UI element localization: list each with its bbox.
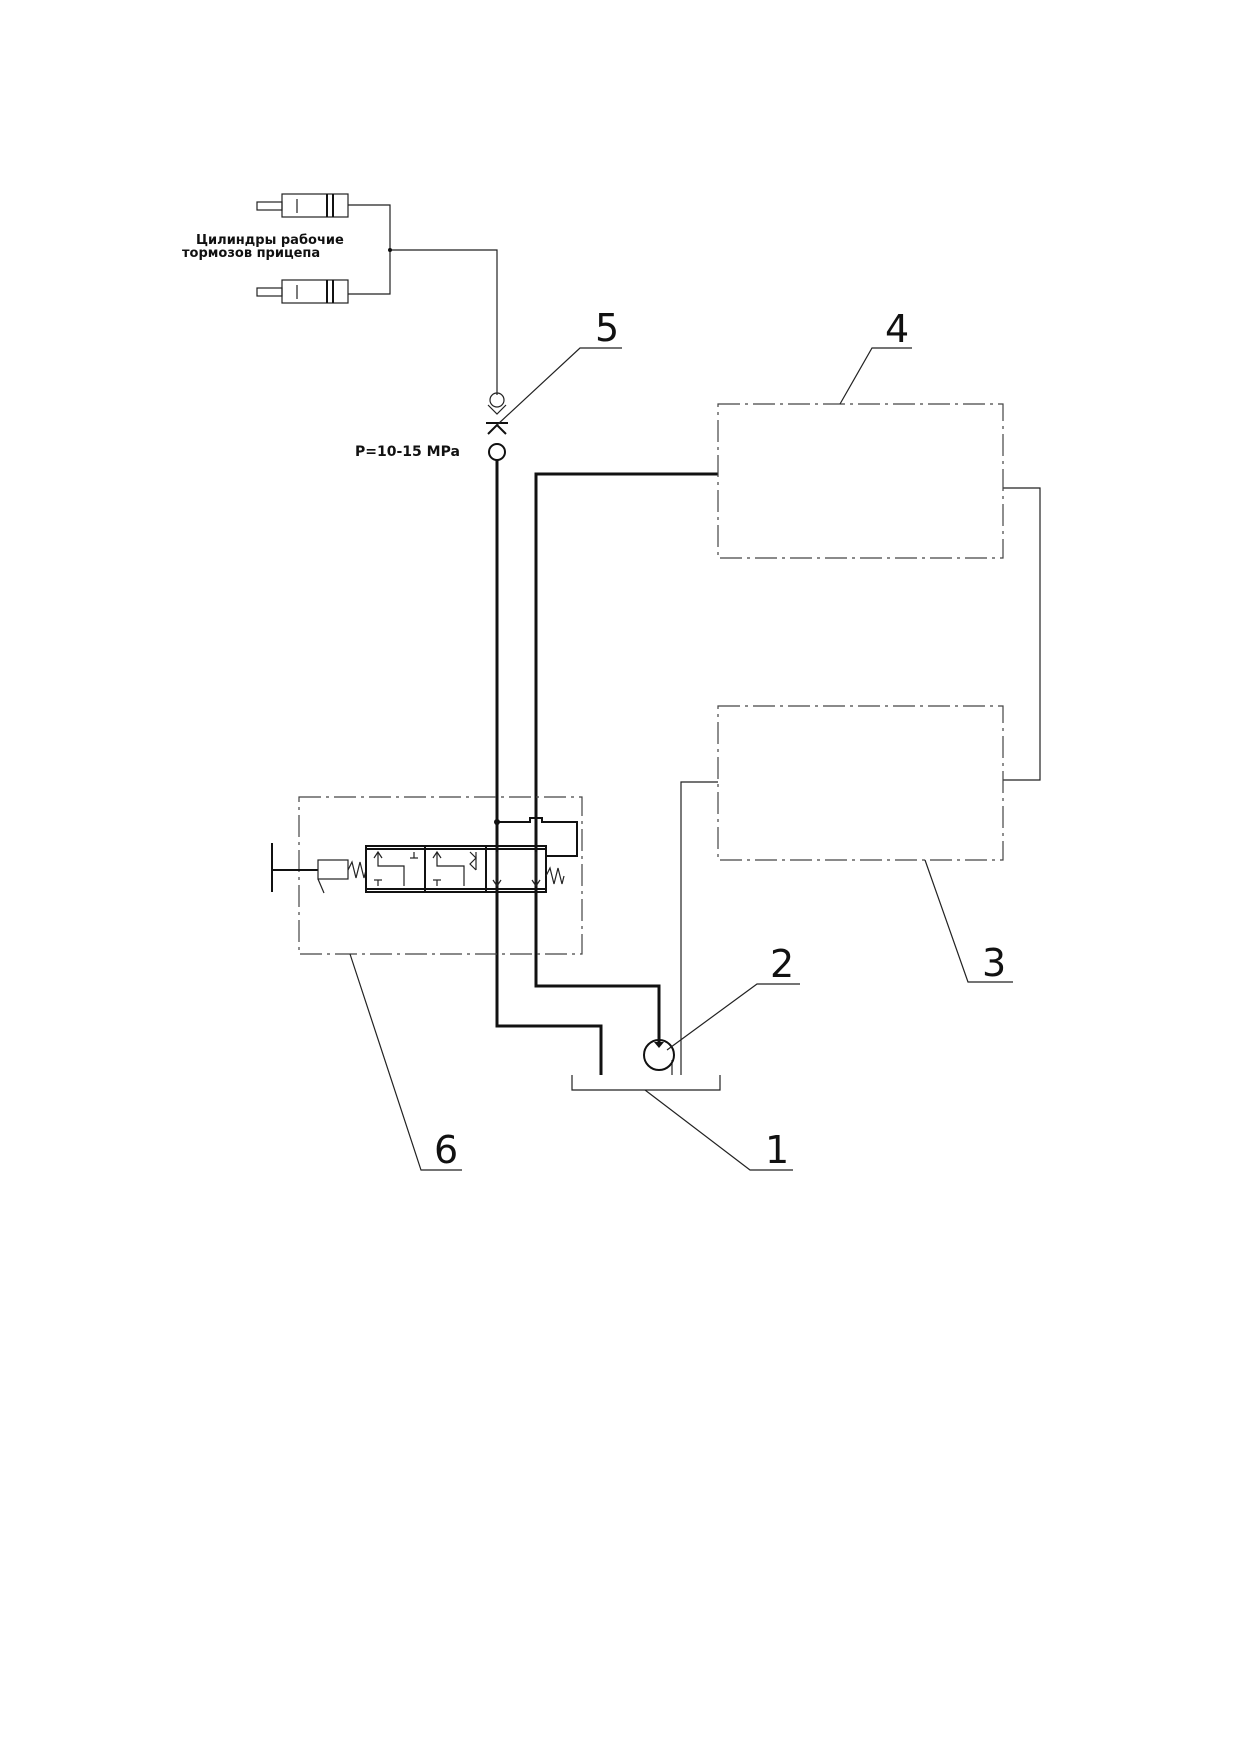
callout-5: 5 bbox=[496, 306, 622, 426]
quick-coupling bbox=[486, 392, 508, 461]
callout-4: 4 bbox=[839, 307, 912, 405]
svg-text:2: 2 bbox=[770, 942, 794, 986]
svg-text:1: 1 bbox=[765, 1128, 789, 1172]
pressure-label: P=10-15 MPa bbox=[355, 444, 460, 460]
callout-2: 2 bbox=[666, 942, 800, 1051]
hydraulic-lines bbox=[495, 460, 1041, 1075]
callout-1: 1 bbox=[644, 1089, 793, 1172]
unit-4-box bbox=[717, 403, 1004, 559]
svg-text:3: 3 bbox=[982, 941, 1006, 985]
pump bbox=[643, 1039, 675, 1071]
tank bbox=[571, 1075, 721, 1091]
callout-6: 6 bbox=[349, 953, 462, 1172]
distributor-valve bbox=[365, 817, 578, 893]
brake-pedal bbox=[271, 843, 367, 894]
cylinder-pilot-lines bbox=[348, 204, 498, 395]
svg-text:5: 5 bbox=[595, 306, 619, 350]
unit-3-box bbox=[717, 705, 1004, 861]
cylinders-label-line1: Цилиндры рабочие bbox=[196, 233, 344, 248]
callout-3: 3 bbox=[924, 859, 1013, 985]
brake-cylinder-bottom bbox=[256, 279, 349, 304]
unit-6-box bbox=[298, 796, 583, 955]
svg-text:6: 6 bbox=[434, 1128, 458, 1172]
brake-cylinder-top bbox=[256, 193, 349, 218]
cylinders-label-line2: тормозов прицепа bbox=[182, 246, 320, 261]
svg-text:4: 4 bbox=[885, 307, 909, 351]
